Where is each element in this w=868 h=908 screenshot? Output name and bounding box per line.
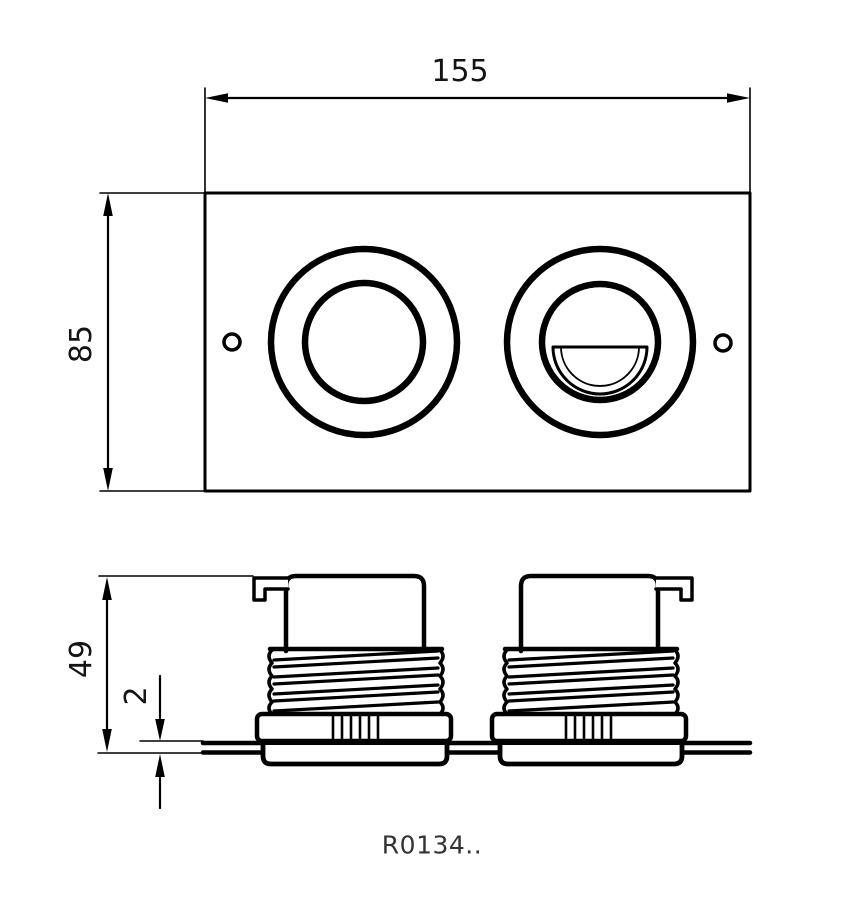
arrowhead-bottom — [103, 468, 113, 491]
arrowhead-top — [102, 577, 112, 600]
faceplate-outline — [203, 191, 752, 493]
right-thread-edge-right — [673, 648, 680, 716]
right-flange — [489, 711, 689, 744]
left-flange — [254, 711, 454, 744]
left-button-inner-ring — [301, 279, 427, 405]
side-height-dimension-label: 49 — [64, 639, 99, 679]
dimension-side-height — [97, 575, 254, 754]
right-button — [503, 245, 697, 439]
half-moon-insert — [551, 345, 649, 396]
left-mounting-tab — [252, 576, 290, 602]
right-screw-hole — [713, 333, 733, 353]
right-thread-edge-left — [502, 648, 509, 716]
arrowhead-right — [727, 93, 750, 103]
arrowhead-top — [103, 193, 113, 216]
right-valve-assembly — [489, 573, 694, 744]
half-moon-inner-rim — [560, 346, 640, 387]
plate-thickness-dimension-label: 2 — [119, 686, 154, 706]
right-thread-lines — [507, 649, 675, 713]
right-flange-grip-lines — [564, 715, 613, 740]
dimension-plate-thickness — [139, 674, 204, 810]
dimension-front-height — [99, 192, 206, 492]
right-button-outer-ring — [503, 245, 697, 439]
right-bottom-cup — [497, 742, 685, 767]
left-thread-edge-left — [267, 648, 274, 716]
dimension-front-width — [204, 87, 751, 194]
left-cap — [283, 573, 427, 654]
left-thread-lines — [272, 649, 440, 713]
right-mounting-tab — [654, 576, 694, 602]
arrowhead-down — [155, 719, 165, 741]
left-button-outer-ring — [267, 245, 461, 439]
front-view-drawing — [203, 191, 752, 493]
left-thread-edge-right — [438, 648, 445, 716]
left-flange-grip-lines — [331, 715, 380, 740]
left-bottom-cup — [260, 742, 450, 767]
right-cap — [518, 573, 661, 654]
product-code-label: R0134.. — [381, 830, 483, 860]
left-button — [267, 245, 461, 439]
arrowhead-up — [155, 754, 165, 777]
arrowhead-bottom — [102, 729, 112, 752]
left-valve-assembly — [252, 573, 454, 744]
side-view-drawing — [200, 573, 753, 767]
left-screw-hole — [222, 332, 242, 352]
right-button-inner-ring — [538, 280, 662, 404]
height-dimension-label: 85 — [64, 324, 99, 364]
arrowhead-left — [205, 93, 228, 103]
width-dimension-label: 155 — [431, 54, 489, 89]
